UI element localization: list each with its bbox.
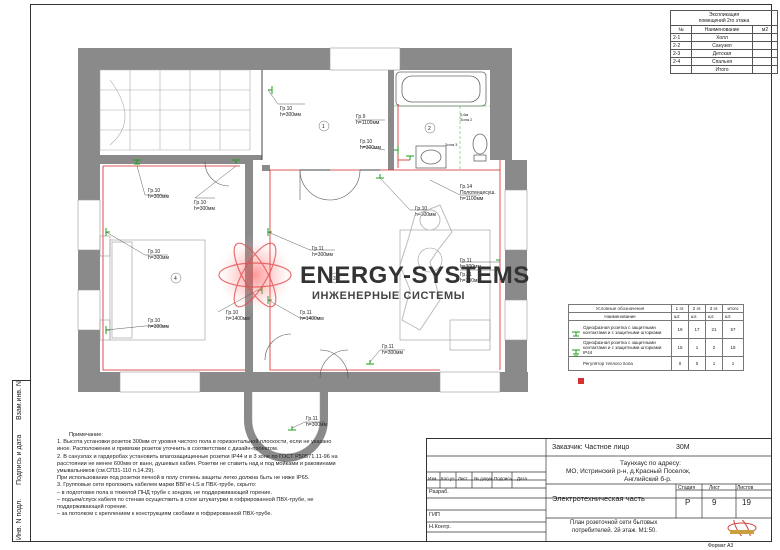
stamp-customer: Заказчик: Частное лицо xyxy=(552,444,630,451)
legend-title: Условные обозначения xyxy=(568,304,672,313)
stamp-code: 30М xyxy=(676,444,690,451)
outer-walls xyxy=(78,48,528,392)
stamp-hdr-list: Лист xyxy=(458,476,468,481)
explication-table: Экспликация помещений 2го этажа № Наимен… xyxy=(670,10,778,74)
title-block-grid xyxy=(426,438,772,542)
legend-row: Регулятор теплого пола 0 0 1 1 xyxy=(568,356,744,371)
stamp-hdr-sign: Подпись xyxy=(494,476,512,481)
legend-row: Однофазная розетка с защитными контактам… xyxy=(568,320,744,339)
watermark-title: ENERGY-SYSTEMS xyxy=(300,262,530,289)
svg-text:h=300мм: h=300мм xyxy=(460,278,481,284)
legend-icons xyxy=(572,331,580,357)
svg-text:Гр.11: Гр.11 xyxy=(300,310,312,316)
legend-row: Однофазная розетка с защитными контактам… xyxy=(568,338,744,357)
socket-icons xyxy=(105,86,500,431)
stamp-hdr-doc: № докум. xyxy=(474,476,494,481)
svg-text:h=300мм: h=300мм xyxy=(148,194,169,200)
drawing-frame xyxy=(30,4,772,542)
stamp-plan-title-1: План розеточной сети бытовых xyxy=(570,520,658,526)
svg-text:h=300мм: h=300мм xyxy=(148,324,169,330)
room-number-2: 2 xyxy=(428,126,431,132)
svg-text:h=300мм: h=300мм xyxy=(194,206,215,212)
svg-text:Гр.10: Гр.10 xyxy=(148,249,160,255)
stamp-address-2: МО, Истринский р-н, д.Красный Поселок, xyxy=(566,468,691,475)
stamp-stage-label: Стадия xyxy=(678,485,696,491)
stamp-sheet: 9 xyxy=(712,498,717,507)
svg-text:h=1400мм: h=1400мм xyxy=(226,316,250,322)
svg-text:Гр.10: Гр.10 xyxy=(280,106,292,112)
svg-text:Гр.10: Гр.10 xyxy=(415,206,427,212)
svg-text:h=300мм: h=300мм xyxy=(360,145,381,151)
svg-text:h=300мм: h=300мм xyxy=(306,422,327,428)
company-logo-icon xyxy=(727,520,757,536)
stamp-address-3: Английский б-р. xyxy=(624,476,672,483)
stamp-address-1: Таунхаус по адресу: xyxy=(620,460,681,467)
svg-text:Гр.11: Гр.11 xyxy=(460,258,472,264)
stamp-hdr-kol: Кол.уч xyxy=(441,476,455,481)
explication-title: Экспликация xyxy=(708,12,740,18)
stamp-plan-title-2: потребителей. 2й этаж. М1:50. xyxy=(572,528,657,534)
svg-text:h=1100мм: h=1100мм xyxy=(356,120,380,126)
svg-text:Полотенцесуш.: Полотенцесуш. xyxy=(460,190,496,196)
zone3-label: Зона 3 xyxy=(445,142,458,147)
svg-text:h=1100мм: h=1100мм xyxy=(460,196,484,202)
explication-row: Итого xyxy=(670,65,778,74)
svg-text:Гр.10: Гр.10 xyxy=(148,188,160,194)
legend-table: Условные обозначения 1 эт. 2 эт. 3 эт. и… xyxy=(568,304,744,371)
svg-text:Гр.10: Гр.10 xyxy=(360,139,372,145)
notes-block: Примечание: 1. Высота установки розеток … xyxy=(57,432,433,518)
svg-text:Гр.11: Гр.11 xyxy=(306,416,318,422)
svg-text:Гр.11: Гр.11 xyxy=(312,246,324,252)
notes-header: Примечание: xyxy=(69,432,103,438)
svg-text:h=1400мм: h=1400мм xyxy=(300,316,324,322)
stamp-sheet-label: Лист xyxy=(709,485,720,491)
svg-text:Гр.11: Гр.11 xyxy=(382,344,394,350)
svg-text:Гр.10: Гр.10 xyxy=(148,318,160,324)
watermark-logo xyxy=(215,204,453,331)
stamp-hdr-izm: Изм. xyxy=(428,476,438,481)
zone2-label-2: Зона 2 xyxy=(460,117,473,122)
bathroom-fixtures xyxy=(395,71,488,169)
svg-text:h=300мм: h=300мм xyxy=(148,255,169,261)
svg-text:Гр.10: Гр.10 xyxy=(226,310,238,316)
svg-text:Гр.10: Гр.10 xyxy=(194,200,206,206)
svg-text:Гр.9: Гр.9 xyxy=(356,114,366,120)
stamp-hdr-date: Дата xyxy=(517,476,527,481)
bay-window xyxy=(244,392,328,462)
svg-text:h=300мм: h=300мм xyxy=(382,350,403,356)
room-tags: Гр.10 h=300мм Гр.9 h=1100мм Гр.10 h=300м… xyxy=(148,106,496,428)
stamp-stage: Р xyxy=(685,498,691,507)
stamp-nkontr: Н.Контр. xyxy=(429,524,451,530)
stamp-section: Электротехническая часть xyxy=(552,494,645,503)
stamp-gip: ГИП xyxy=(429,512,440,518)
stamp-sheets: 19 xyxy=(742,498,751,507)
svg-text:Гр.11: Гр.11 xyxy=(460,272,472,278)
stamp-sheets-label: Листов xyxy=(737,485,754,491)
doors xyxy=(204,161,361,379)
furniture xyxy=(99,229,491,351)
staircase xyxy=(99,69,251,151)
floor-heating-icon xyxy=(578,378,584,384)
stamp-format: Формат А3 xyxy=(708,543,734,549)
room-number-3: 3 xyxy=(333,276,336,282)
room-number-1: 1 xyxy=(322,124,325,130)
room-number-4: 4 xyxy=(174,276,177,282)
side-stamp-strip xyxy=(12,380,30,542)
svg-text:Гр.14: Гр.14 xyxy=(460,184,472,190)
svg-text:h=300мм: h=300мм xyxy=(460,264,481,270)
svg-text:h=300мм: h=300мм xyxy=(415,212,436,218)
svg-text:h=300мм: h=300мм xyxy=(280,112,301,118)
svg-text:h=300мм: h=300мм xyxy=(312,252,333,258)
explication-subtitle: помещений 2го этажа xyxy=(698,18,750,24)
stamp-razrab: Разраб. xyxy=(429,489,449,495)
zone2-label: 0,6м xyxy=(460,112,469,117)
watermark-subtitle: ИНЖЕНЕРНЫЕ СИСТЕМЫ xyxy=(312,290,466,302)
